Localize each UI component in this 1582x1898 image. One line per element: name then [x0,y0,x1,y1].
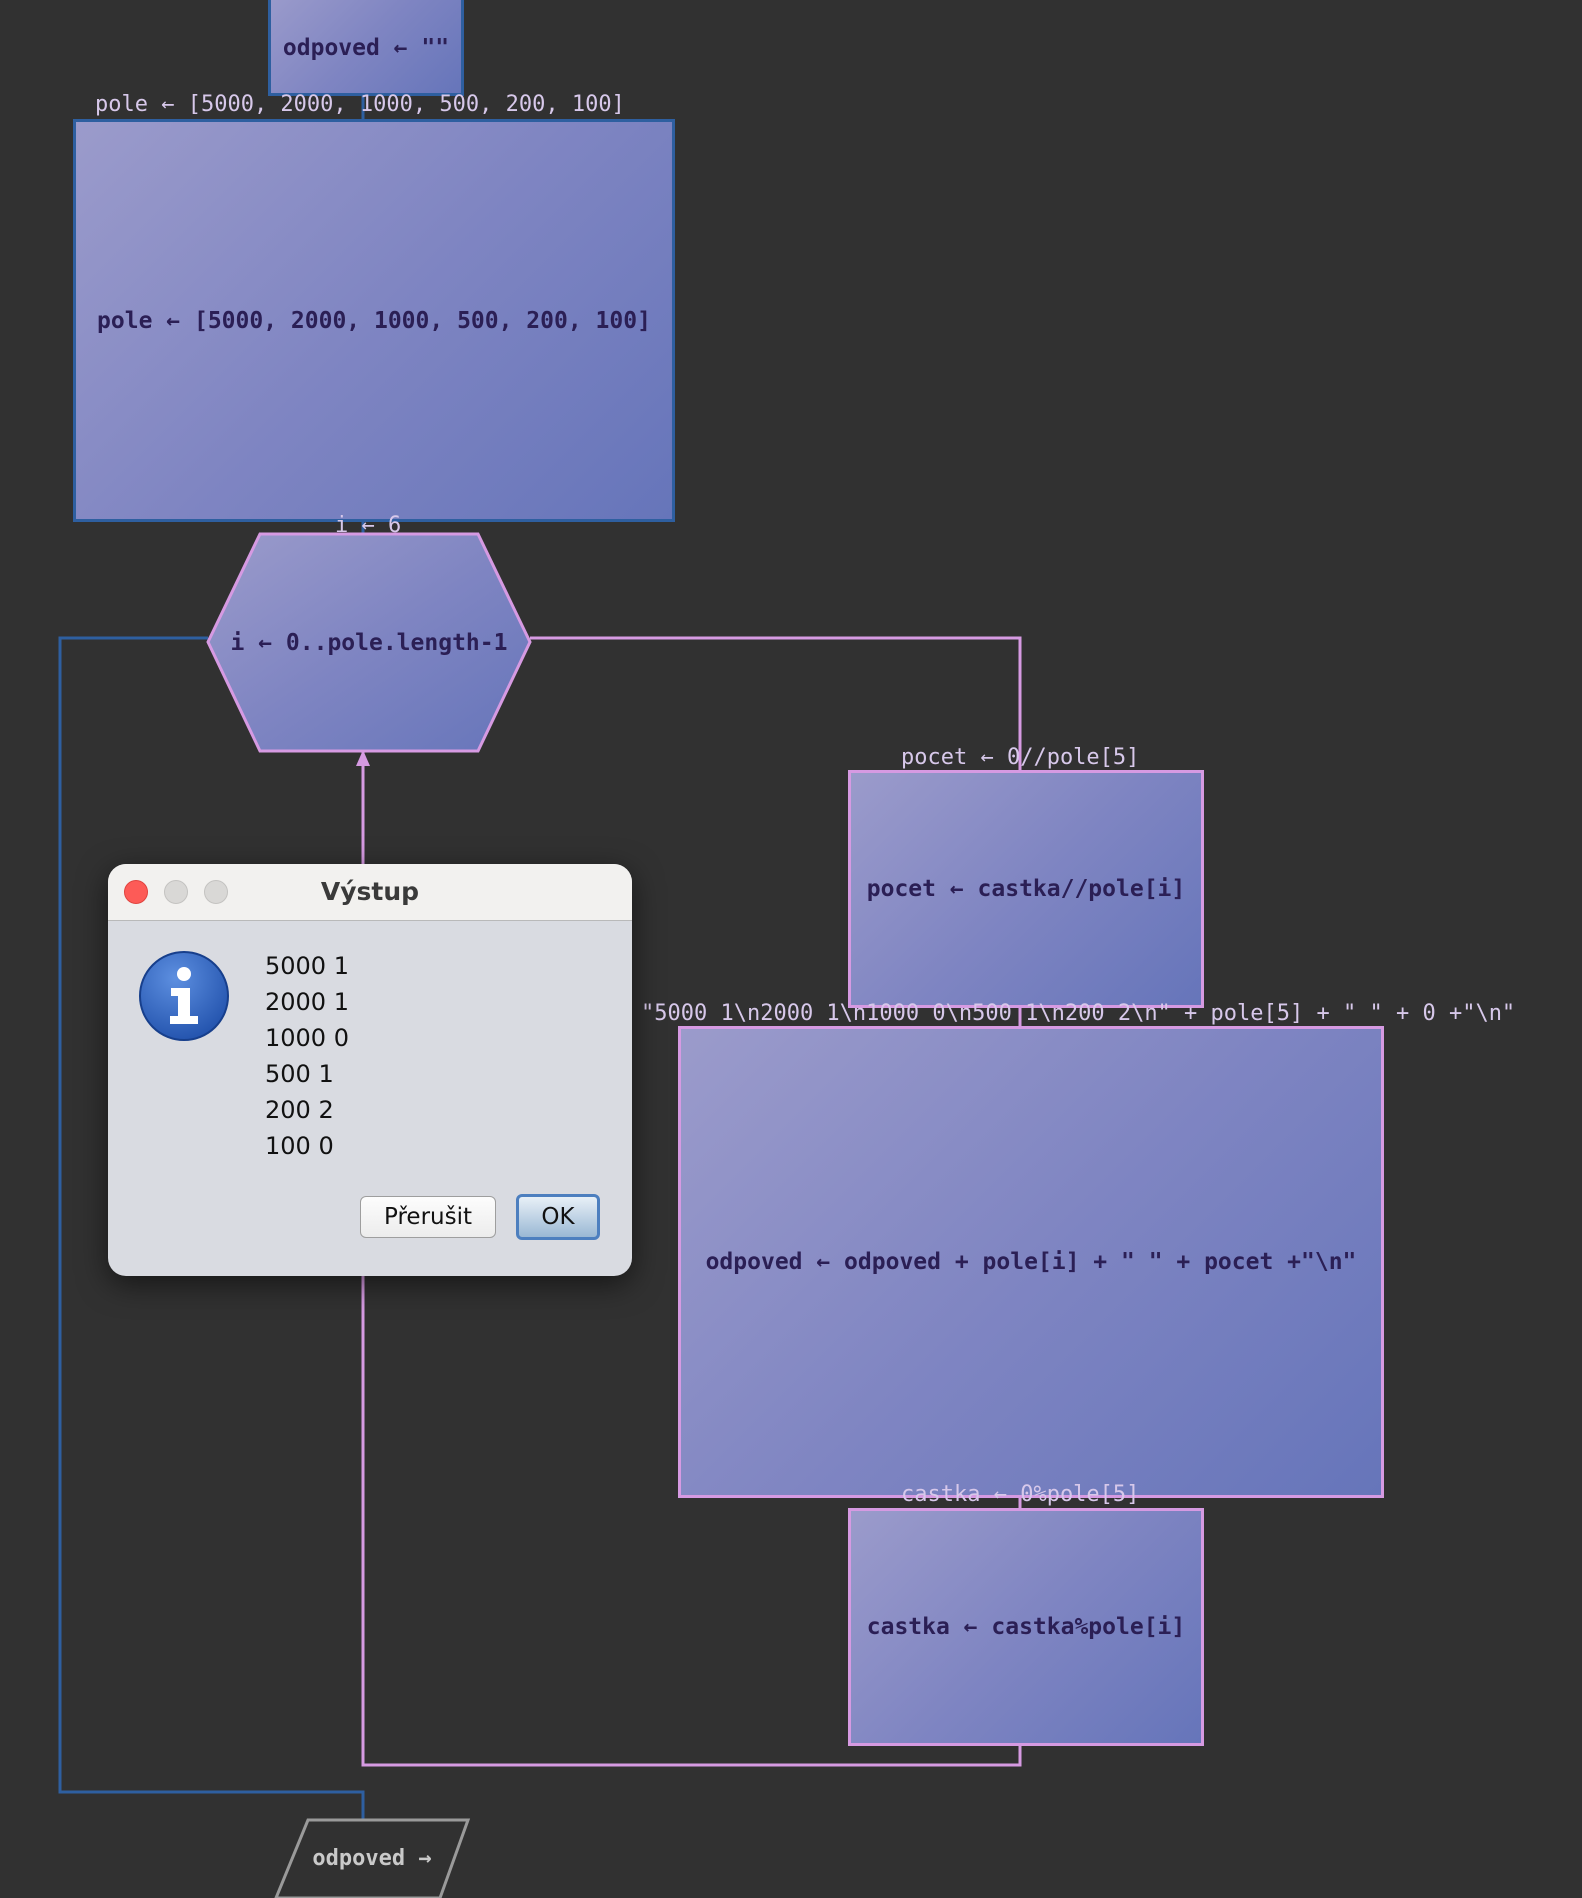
node-init-odpoved[interactable]: odpoved ← "" [268,0,464,96]
loop-back-arrowhead [356,750,370,766]
node-pocet[interactable]: pocet ← castka//pole[i] [848,770,1204,1008]
node-odpoved-update-caption: "5000 1\n2000 1\n1000 0\n500 1\n200 2\n"… [641,1001,1516,1026]
dialog-titlebar[interactable]: Výstup [108,864,632,921]
node-odpoved-update-text: odpoved ← odpoved + pole[i] + " " + poce… [705,1249,1357,1275]
node-pocet-text: pocet ← castka//pole[i] [866,876,1186,902]
output-line: 100 0 [265,1132,334,1160]
ok-button[interactable]: OK [516,1194,600,1240]
close-window-button[interactable] [124,880,148,904]
output-dialog: Výstup 5000 1 2000 1 1000 0 500 1 200 2 … [108,864,632,1276]
maximize-window-button[interactable] [204,880,228,904]
node-castka[interactable]: castka ← castka%pole[i] [848,1508,1204,1746]
node-castka-text: castka ← castka%pole[i] [866,1614,1186,1640]
cancel-button[interactable]: Přerušit [360,1196,496,1238]
parallelogram-shape [274,1818,471,1898]
node-init-pole-text: pole ← [5000, 2000, 1000, 500, 200, 100] [97,307,651,334]
node-init-pole-caption: pole ← [5000, 2000, 1000, 500, 200, 100] [95,92,625,117]
node-loop[interactable]: i ← 0..pole.length-1 [206,532,532,753]
node-output[interactable]: odpoved → [272,1818,472,1898]
node-loop-text: i ← 0..pole.length-1 [230,629,508,656]
output-line: 200 2 [265,1096,334,1124]
wire-loop-body-start [530,636,1022,772]
node-init-odpoved-text: odpoved ← "" [282,35,450,61]
minimize-window-button[interactable] [164,880,188,904]
output-line: 1000 0 [265,1024,349,1052]
node-odpoved-update[interactable]: odpoved ← odpoved + pole[i] + " " + poce… [678,1026,1384,1498]
dialog-title: Výstup [320,877,420,906]
output-line: 2000 1 [265,988,349,1016]
output-line: 500 1 [265,1060,334,1088]
node-castka-caption: castka ← 0%pole[5] [901,1482,1140,1507]
info-icon [139,951,229,1041]
wire-loop-exit [58,636,365,1820]
hexagon-shape [206,532,532,753]
node-init-pole[interactable]: pole ← [5000, 2000, 1000, 500, 200, 100] [73,119,675,522]
output-line: 5000 1 [265,952,349,980]
node-output-text: odpoved → [312,1845,432,1871]
node-pocet-caption: pocet ← 0//pole[5] [901,745,1140,770]
output-lines: 5000 1 2000 1 1000 0 500 1 200 2 100 0 [265,948,349,1164]
